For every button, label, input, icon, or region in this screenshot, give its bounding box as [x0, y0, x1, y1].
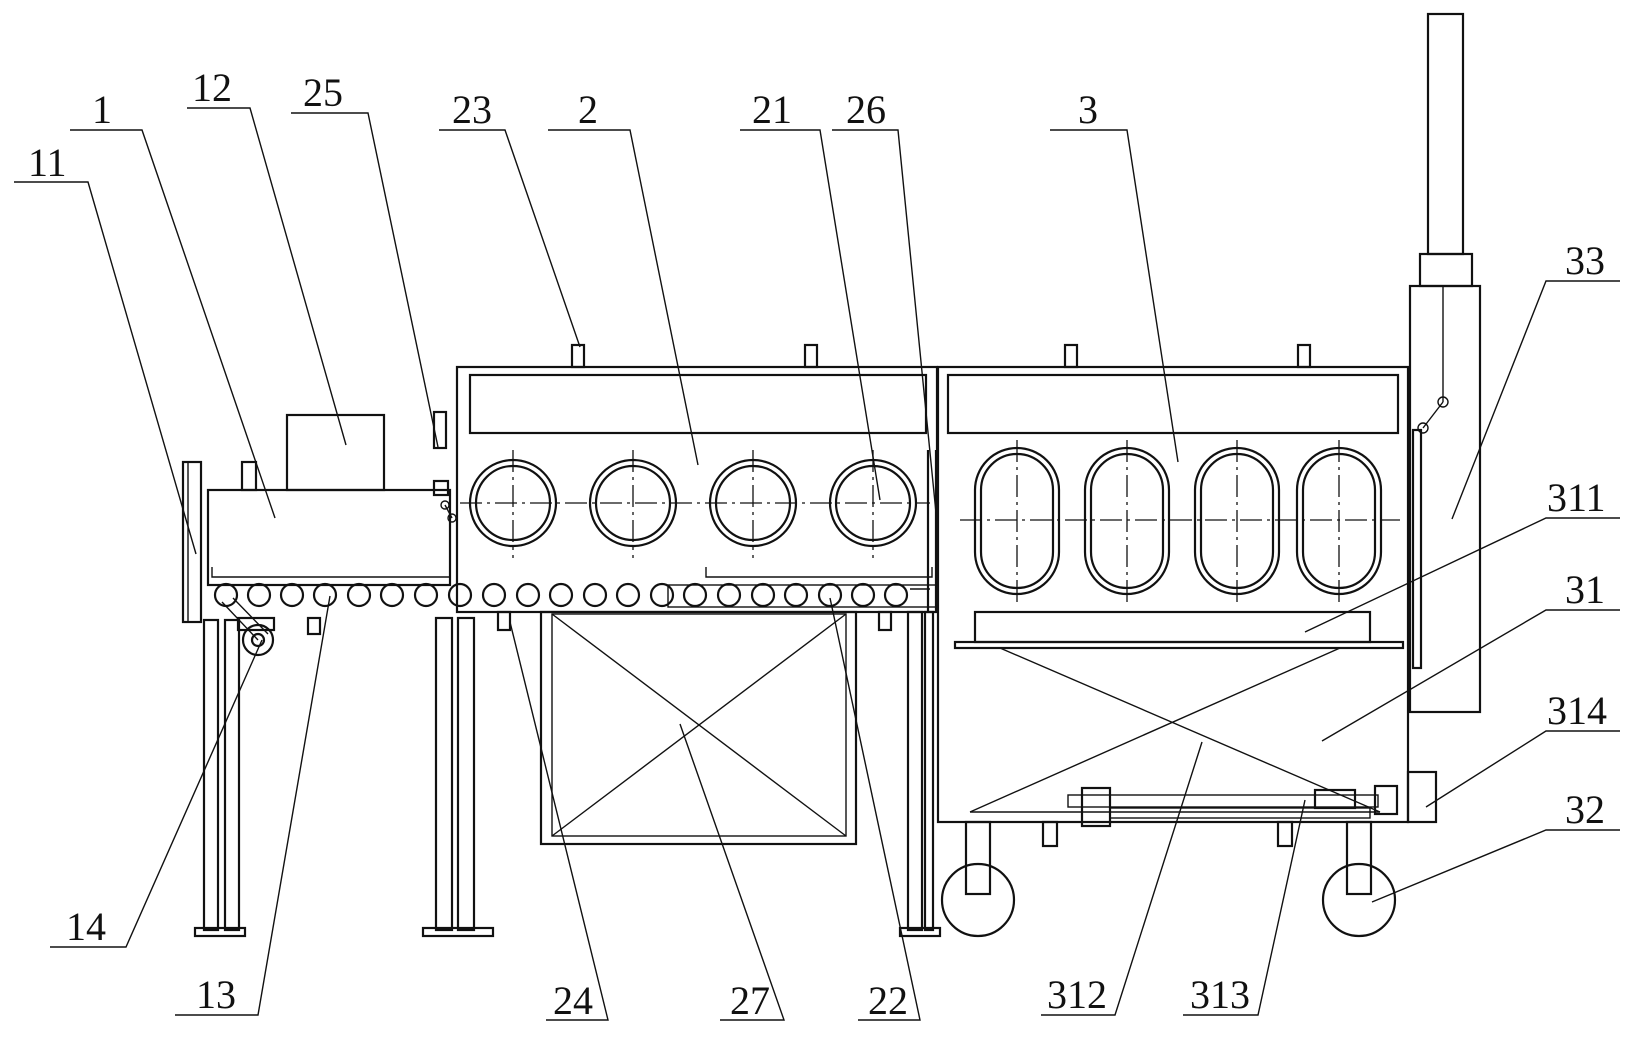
label-11: 11 — [28, 140, 67, 185]
label-25: 25 — [303, 70, 343, 115]
label-311: 311 — [1547, 475, 1606, 520]
reference-labels: 11 1 12 25 23 2 21 26 3 33 311 31 314 32… — [28, 65, 1607, 1023]
label-22: 22 — [868, 978, 908, 1023]
label-27: 27 — [730, 978, 770, 1023]
label-312: 312 — [1047, 972, 1107, 1017]
label-1: 1 — [92, 87, 112, 132]
chimney — [1408, 12, 1482, 714]
middle-chamber — [455, 343, 942, 938]
label-26: 26 — [846, 87, 886, 132]
leader-lines — [14, 107, 1620, 1021]
feed-unit — [181, 410, 495, 938]
label-14: 14 — [66, 904, 106, 949]
right-chamber — [936, 343, 1438, 938]
label-32: 32 — [1565, 787, 1605, 832]
label-33: 33 — [1565, 238, 1605, 283]
label-21: 21 — [752, 87, 792, 132]
roller-conveyor — [213, 582, 939, 608]
label-24: 24 — [553, 978, 593, 1023]
label-13: 13 — [196, 972, 236, 1017]
label-313: 313 — [1190, 972, 1250, 1017]
label-3: 3 — [1078, 87, 1098, 132]
label-2: 2 — [578, 87, 598, 132]
label-12: 12 — [192, 65, 232, 110]
label-23: 23 — [452, 87, 492, 132]
label-314: 314 — [1547, 688, 1607, 733]
label-31: 31 — [1565, 567, 1605, 612]
